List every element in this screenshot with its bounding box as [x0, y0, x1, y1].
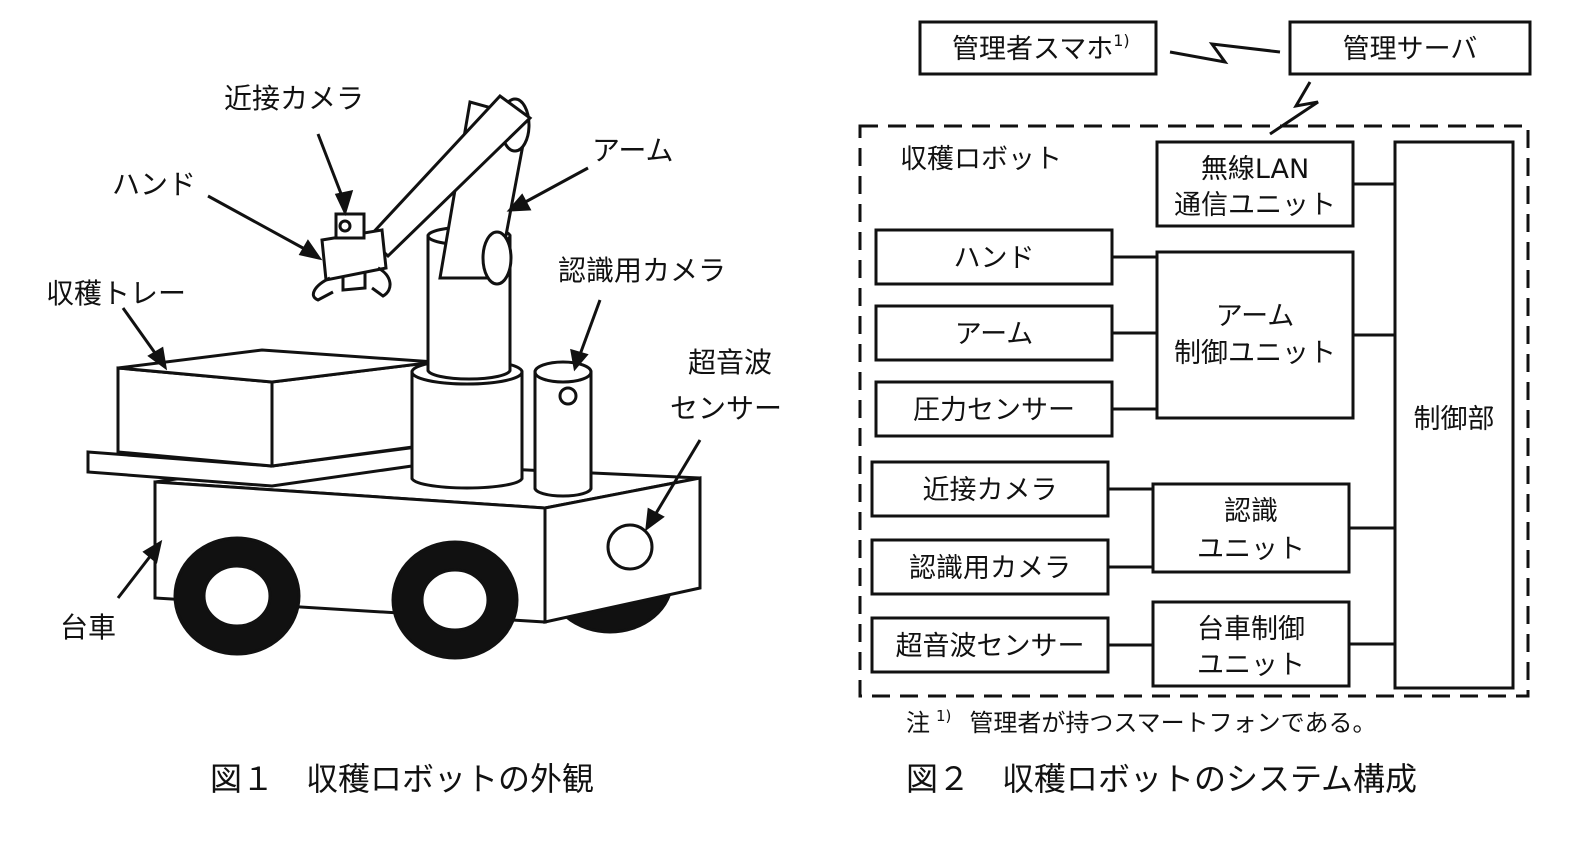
device-proximity-label: 近接カメラ — [923, 475, 1058, 506]
robot-boundary — [858, 124, 1530, 698]
label-ultrasonic-line1: 超音波 — [688, 346, 772, 379]
tray-front — [116, 366, 274, 468]
figure1-robot-drawing — [86, 94, 702, 660]
admin-server-label: 管理サーバ — [1343, 34, 1478, 65]
wireless-unit-line1: 無線LAN — [1201, 154, 1309, 185]
gripper-fingers — [311, 266, 392, 302]
front-wheel-right-hub — [420, 568, 490, 632]
recognition-camera-top — [533, 360, 593, 384]
device-recognition-label: 認識用カメラ — [909, 553, 1071, 584]
robot-label: 収穫ロボット — [900, 144, 1062, 175]
device-hand-label: ハンド — [954, 243, 1035, 274]
figure2-note: 注 1) 管理者が持つスマートフォンである。 — [906, 707, 1376, 737]
label-tray: 収穫トレー — [46, 277, 186, 310]
recog-unit-line2: ユニット — [1197, 534, 1305, 565]
admin-phone-label: 管理者スマホ1) — [952, 31, 1130, 65]
note-text: 管理者が持つスマートフォンである。 — [969, 709, 1376, 737]
label-ultrasonic-line2: センサー — [670, 392, 782, 425]
wireless-unit-line2: 通信ユニット — [1174, 190, 1336, 221]
label-cart: 台車 — [60, 611, 116, 644]
recog-unit-box — [1151, 482, 1351, 574]
label-hand: ハンド — [112, 168, 196, 201]
wireless-link-server-robot — [1269, 81, 1319, 136]
recognition-camera-lens — [558, 386, 578, 406]
controller-label: 制御部 — [1414, 404, 1495, 435]
admin-phone-note-mark: 1) — [1113, 31, 1129, 50]
label-arm: アーム — [592, 134, 673, 167]
front-wheel-left-hub — [202, 564, 272, 628]
arm-unit-line2: 制御ユニット — [1174, 338, 1336, 369]
arm-base-lower — [410, 370, 524, 480]
label-recognition-camera: 認識用カメラ — [558, 254, 726, 287]
controller-box — [1393, 140, 1515, 690]
admin-phone-box — [918, 20, 1158, 76]
label-proximity-camera: 近接カメラ — [224, 82, 364, 115]
note-sup: 1) — [936, 707, 951, 725]
device-arm-label: アーム — [955, 319, 1034, 350]
device-ultrasonic-label: 超音波センサー — [896, 631, 1085, 662]
arm-unit-box — [1155, 250, 1355, 420]
note-mark: 注 — [906, 709, 930, 737]
cart-unit-line2: ユニット — [1197, 650, 1305, 681]
device-box-proximity — [870, 460, 1110, 518]
figure2-caption: 図２ 収穫ロボットのシステム構成 — [906, 760, 1417, 798]
device-pressure-label: 圧力センサー — [913, 395, 1075, 426]
arm-unit-line1: アーム — [1216, 301, 1295, 332]
wireless-link-phone-server — [1169, 42, 1281, 65]
figure1-leader-arrows — [116, 133, 702, 599]
ultrasonic-sensor-shape — [606, 523, 654, 571]
figure2-diagram — [858, 20, 1532, 698]
admin-server-box — [1288, 20, 1532, 76]
recog-unit-line1: 認識 — [1224, 496, 1278, 527]
figure1-caption: 図１ 収穫ロボットの外観 — [210, 760, 594, 798]
cart-unit-line1: 台車制御 — [1197, 614, 1305, 645]
